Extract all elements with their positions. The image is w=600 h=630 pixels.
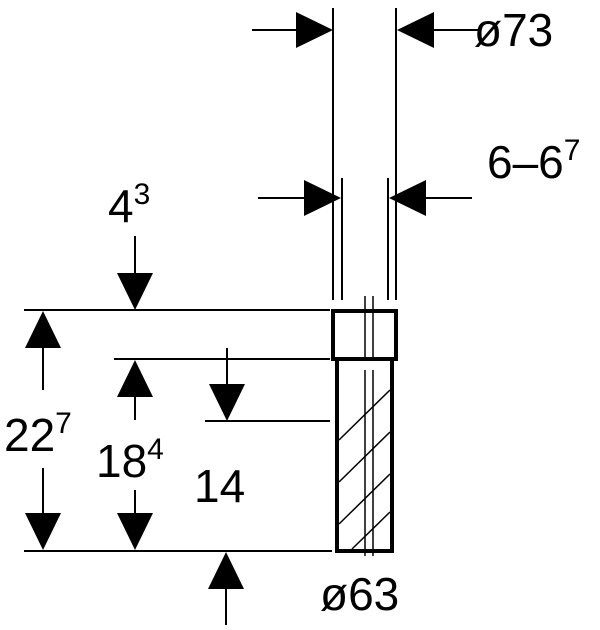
label-pipe-diameter: ø63 [320,568,399,620]
label-total-height: 227 [4,407,72,461]
pipe-hatching [338,389,391,550]
arrow-insertion-down [117,513,153,550]
arrow-total-height-down [25,513,61,550]
arrow-outer-left [296,12,333,48]
arrow-total-height-up [25,311,61,348]
label-socket-depth: 43 [108,178,150,232]
label-insertion-height: 184 [96,433,164,487]
label-inner-height: 14 [194,460,245,512]
arrow-insertion-up [117,360,153,397]
arrow-wall-left [304,180,341,216]
arrow-inner-height-down [209,384,245,421]
arrow-socket-depth-down [117,273,153,310]
arrow-bottom-up [208,552,244,589]
label-outer-diameter: ø73 [474,4,553,56]
label-wall-gap: 6–67 [487,134,580,188]
arrow-outer-right [397,12,434,48]
arrow-wall-right [389,180,426,216]
